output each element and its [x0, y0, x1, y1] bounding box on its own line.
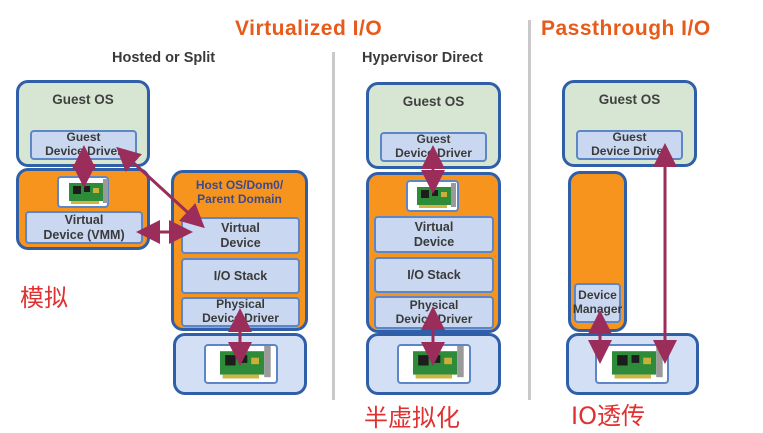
pt-hardware-nic-icon: [612, 346, 663, 379]
emulation-annotation: 模拟: [20, 284, 68, 312]
direct-guest-os-label: Guest OS: [402, 94, 465, 109]
hosted-guest-os-label: Guest OS: [52, 92, 114, 107]
hypervisor-direct-subtitle: Hypervisor Direct: [362, 50, 483, 66]
io-passthrough-annotation: IO透传: [571, 402, 645, 430]
paravirt-annotation: 半虚拟化: [364, 404, 460, 432]
virtualized-io-title: Virtualized I/O: [235, 17, 383, 40]
divider-left: [332, 52, 335, 400]
hosted-split-subtitle: Hosted or Split: [112, 50, 216, 66]
direct-virtual-device: Virtual Device: [374, 216, 494, 253]
hosted-driver-virtual-arrow: [116, 146, 205, 229]
hosted-hardware-nic-icon: [220, 346, 271, 379]
passthrough-io-title: Passthrough I/O: [541, 17, 711, 40]
hosted-vmm-nic-icon: [69, 179, 108, 204]
direct-io-stack: I/O Stack: [374, 257, 494, 293]
hosted-io-stack: I/O Stack: [181, 258, 300, 294]
direct-hardware-nic-icon: [413, 346, 464, 379]
direct-hypervisor-nic-icon: [417, 183, 456, 208]
host-os-label: Host OS/Dom0/ Parent Domain: [195, 178, 284, 207]
divider-right: [528, 20, 531, 400]
pt-guest-os-label: Guest OS: [598, 92, 661, 107]
